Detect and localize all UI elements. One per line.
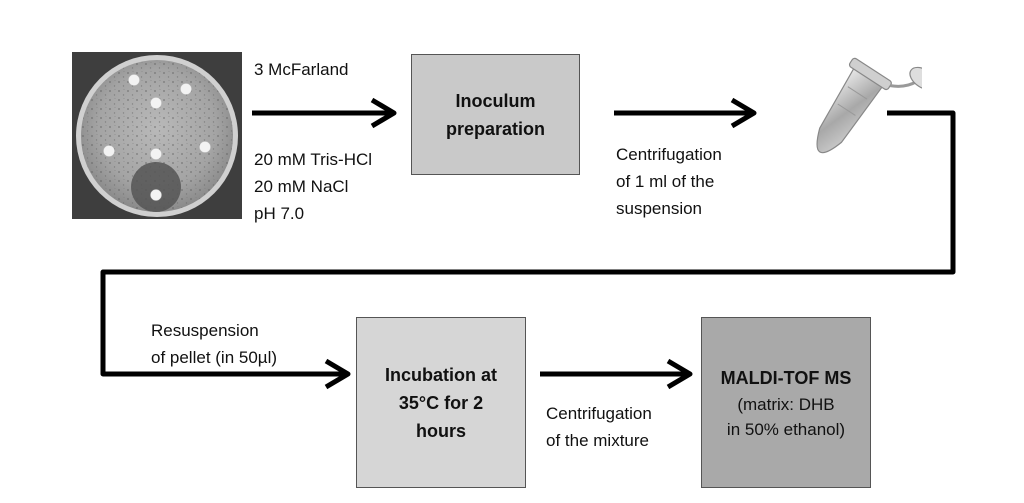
step-line: Resuspension — [151, 321, 259, 340]
resuspension-text: Resuspension of pellet (in 50µl) — [151, 317, 277, 371]
inoculum-preparation-box: Inoculum preparation — [411, 54, 580, 175]
step-line: suspension — [616, 199, 703, 218]
box-line: Inoculum — [455, 90, 536, 111]
step-line: Centrifugation — [546, 404, 652, 423]
box-line: 35°C for 2 — [398, 392, 484, 413]
box-line: Incubation at — [385, 364, 497, 385]
microcentrifuge-tube-image — [772, 30, 938, 190]
step-line: Centrifugation — [616, 145, 722, 164]
incubation-box: Incubation at 35°C for 2 hours — [356, 317, 526, 488]
buffer-line: 20 mM Tris-HCl — [254, 150, 373, 169]
step-line: of the mixture — [546, 431, 649, 450]
box-line: preparation — [445, 118, 546, 139]
connector-line — [100, 110, 956, 377]
maldi-sub-line: in 50% ethanol) — [726, 419, 846, 439]
buffer-conditions: 20 mM Tris-HCl 20 mM NaCl pH 7.0 — [254, 146, 372, 227]
maldi-title: MALDI-TOF MS — [720, 367, 852, 388]
buffer-line: 20 mM NaCl — [254, 177, 349, 196]
mcfarland-label: 3 McFarland — [254, 60, 349, 79]
petri-dish-image — [72, 52, 242, 219]
maldi-sub-line: (matrix: DHB — [737, 394, 835, 414]
step-line: of 1 ml of the — [616, 172, 715, 191]
step-line: of pellet (in 50µl) — [151, 348, 278, 367]
maldi-tof-box: MALDI-TOF MS (matrix: DHB in 50% ethanol… — [701, 317, 871, 488]
centrifugation-mixture-text: Centrifugation of the mixture — [546, 400, 652, 454]
buffer-line: pH 7.0 — [254, 204, 305, 223]
box-line: hours — [415, 420, 466, 441]
centrifugation-suspension-text: Centrifugation of 1 ml of the suspension — [616, 141, 722, 222]
